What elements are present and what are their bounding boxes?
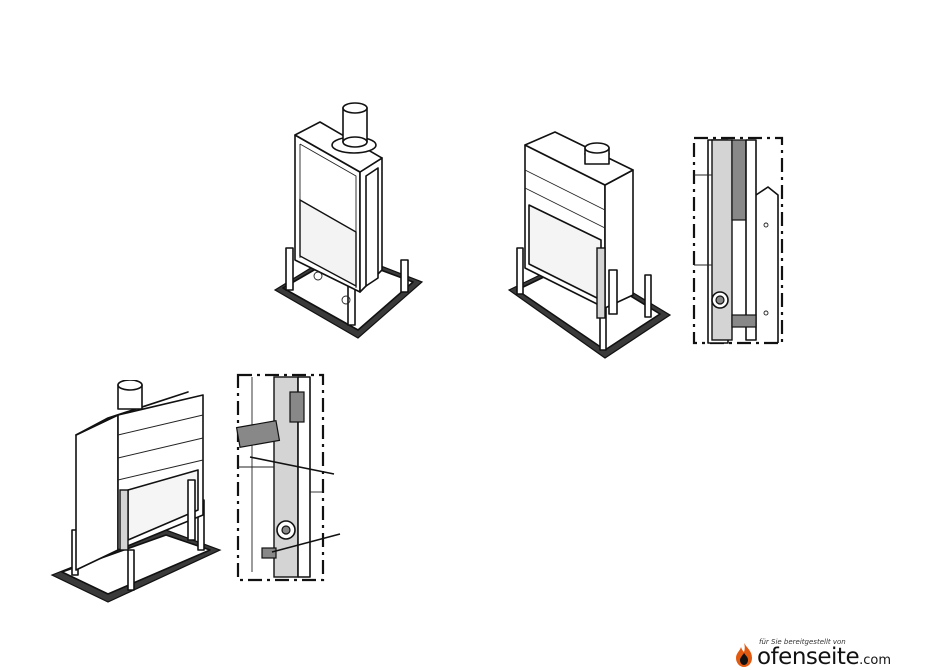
logo-brand-tld: .com xyxy=(859,653,891,668)
stove-frame-side-view xyxy=(505,130,675,360)
logo-brand-name: ofenseite xyxy=(757,644,859,670)
stove-frame-open-view xyxy=(48,380,228,605)
detail-frame-callouts-view xyxy=(232,372,352,587)
detail-frame-callouts-drawing xyxy=(232,372,352,587)
stove-assembled-view xyxy=(270,100,430,350)
detail-frame-top-drawing xyxy=(688,135,788,350)
logo-brand: ofenseite.com xyxy=(757,646,891,669)
stove-assembled-drawing xyxy=(270,100,430,350)
flame-icon xyxy=(733,642,755,668)
ofenseite-logo: für Sie bereitgestellt von ofenseite.com xyxy=(733,636,893,668)
detail-frame-top-view xyxy=(688,135,788,350)
stove-frame-side-drawing xyxy=(505,130,675,360)
stove-frame-open-drawing xyxy=(48,380,228,605)
